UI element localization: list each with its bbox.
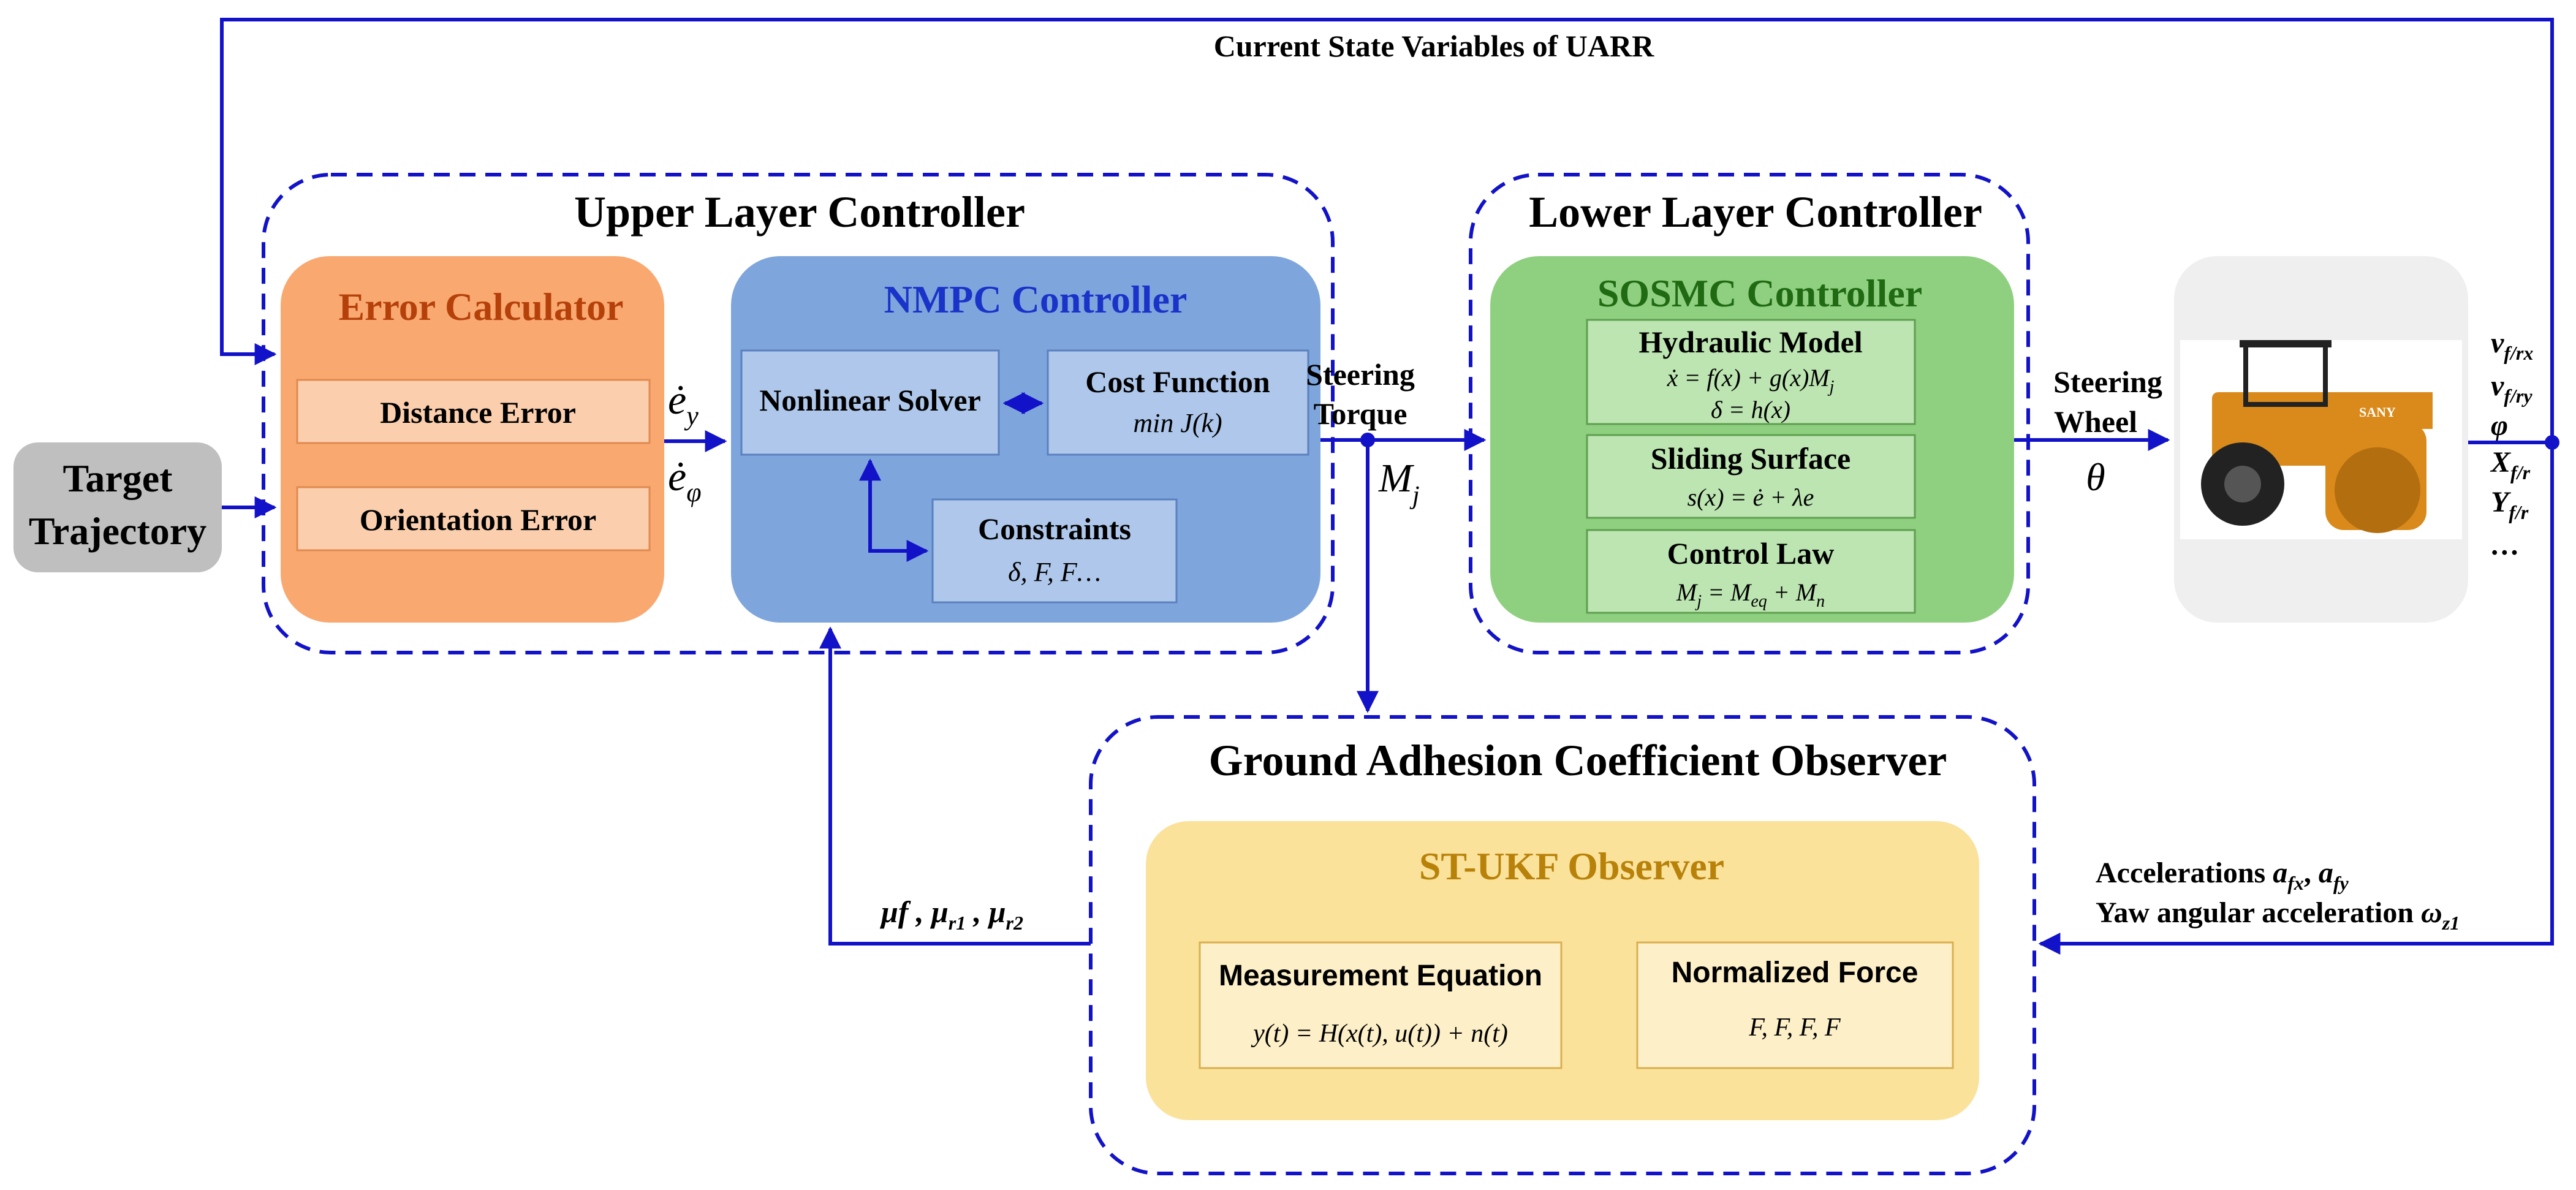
steering-wheel-symbol: θ [2086,455,2105,499]
steering-torque-line1: Steering [1306,357,1415,392]
state-var-3: Xf/r [2490,446,2531,483]
top-feedback-label: Current State Variables of UARR [1214,29,1654,63]
state-variables-list: vf/rx vf/ry φ Xf/r Yf/r … [2490,327,2533,561]
steering-wheel-line2: Wheel [2054,404,2137,439]
mu-label: μf , μr1 , μr2 [879,895,1023,934]
state-var-4: Yf/r [2491,486,2529,523]
svg-text:SANY: SANY [2359,404,2396,420]
cost-function-label: Cost Function [1085,365,1270,399]
sosmc-controller-title: SOSMC Controller [1597,271,1922,315]
measurement-equation-expr: y(t) = H(x(t), u(t)) + n(t) [1251,1020,1508,1048]
nonlinear-solver-label: Nonlinear Solver [759,383,981,417]
state-var-5: … [2491,529,2520,561]
upper-layer-group [262,173,1335,654]
normalized-force-expr: F, F, F, F [1748,1014,1841,1042]
state-to-observer-line [2038,442,2554,955]
cost-function-expr: min J(k) [1133,408,1222,438]
state-var-2: φ [2491,409,2508,442]
lower-layer-title: Lower Layer Controller [1529,188,1982,237]
state-var-1: vf/ry [2491,370,2532,407]
error-calculator-title: Error Calculator [338,285,623,328]
upper-layer-title: Upper Layer Controller [574,188,1025,237]
constraints-box [931,498,1178,604]
state-var-0: vf/rx [2491,327,2533,364]
e-phi-dot-label: ėφ [668,453,702,507]
steering-torque-symbol: Mj [1378,456,1420,510]
distance-error-label: Distance Error [380,395,576,430]
accelerations-line2: Yaw angular acceleration ωz1 [2096,896,2460,934]
control-law-eq: Mj = Meq + Mn [1676,578,1825,611]
hydraulic-model-eq2: δ = h(x) [1711,396,1790,423]
normalized-force-box [1636,941,1954,1069]
observer-to-nmpc-line [819,626,1091,946]
solver-constraints-arrow [859,458,929,562]
orientation-error-label: Orientation Error [360,502,597,537]
nmpc-controller-title: NMPC Controller [884,278,1188,321]
sliding-surface-eq: s(x) = ė + λe [1688,483,1814,511]
control-law-label: Control Law [1667,536,1835,570]
measurement-equation-label: Measurement Equation [1219,960,1542,992]
accelerations-line1: Accelerations afx, afy [2096,857,2349,894]
hydraulic-model-label: Hydraulic Model [1638,325,1862,359]
cost-function-box [1047,349,1309,456]
steering-torque-line2: Torque [1314,396,1407,431]
sliding-surface-label: Sliding Surface [1651,441,1851,476]
hydraulic-model-box [1586,319,1916,425]
constraints-expr: δ, F, F… [1008,557,1101,587]
hydraulic-model-eq1: ẋ = f(x) + g(x)Mj [1667,364,1835,396]
top-feedback-line [220,18,2554,442]
control-law-box [1586,529,1916,614]
target-trajectory-box [13,442,222,572]
lower-layer-group [1469,173,2030,654]
constraints-label: Constraints [978,512,1131,546]
target-trajectory-line1: Target [63,457,173,500]
e-y-dot-label: ėy [668,376,699,431]
distance-error-box [296,379,651,444]
stukf-observer-title: ST-UKF Observer [1419,844,1724,888]
sliding-surface-box [1586,434,1916,519]
road-roller-icon: SANY [2180,340,2462,539]
steering-wheel-line1: Steering [2053,365,2162,399]
normalized-force-label: Normalized Force [1672,957,1919,989]
target-trajectory-line2: Trajectory [29,509,206,553]
measurement-equation-box [1199,941,1563,1069]
nonlinear-solver-box [740,349,1000,456]
observer-title: Ground Adhesion Coefficient Observer [1209,736,1947,785]
orientation-error-box [296,486,651,551]
